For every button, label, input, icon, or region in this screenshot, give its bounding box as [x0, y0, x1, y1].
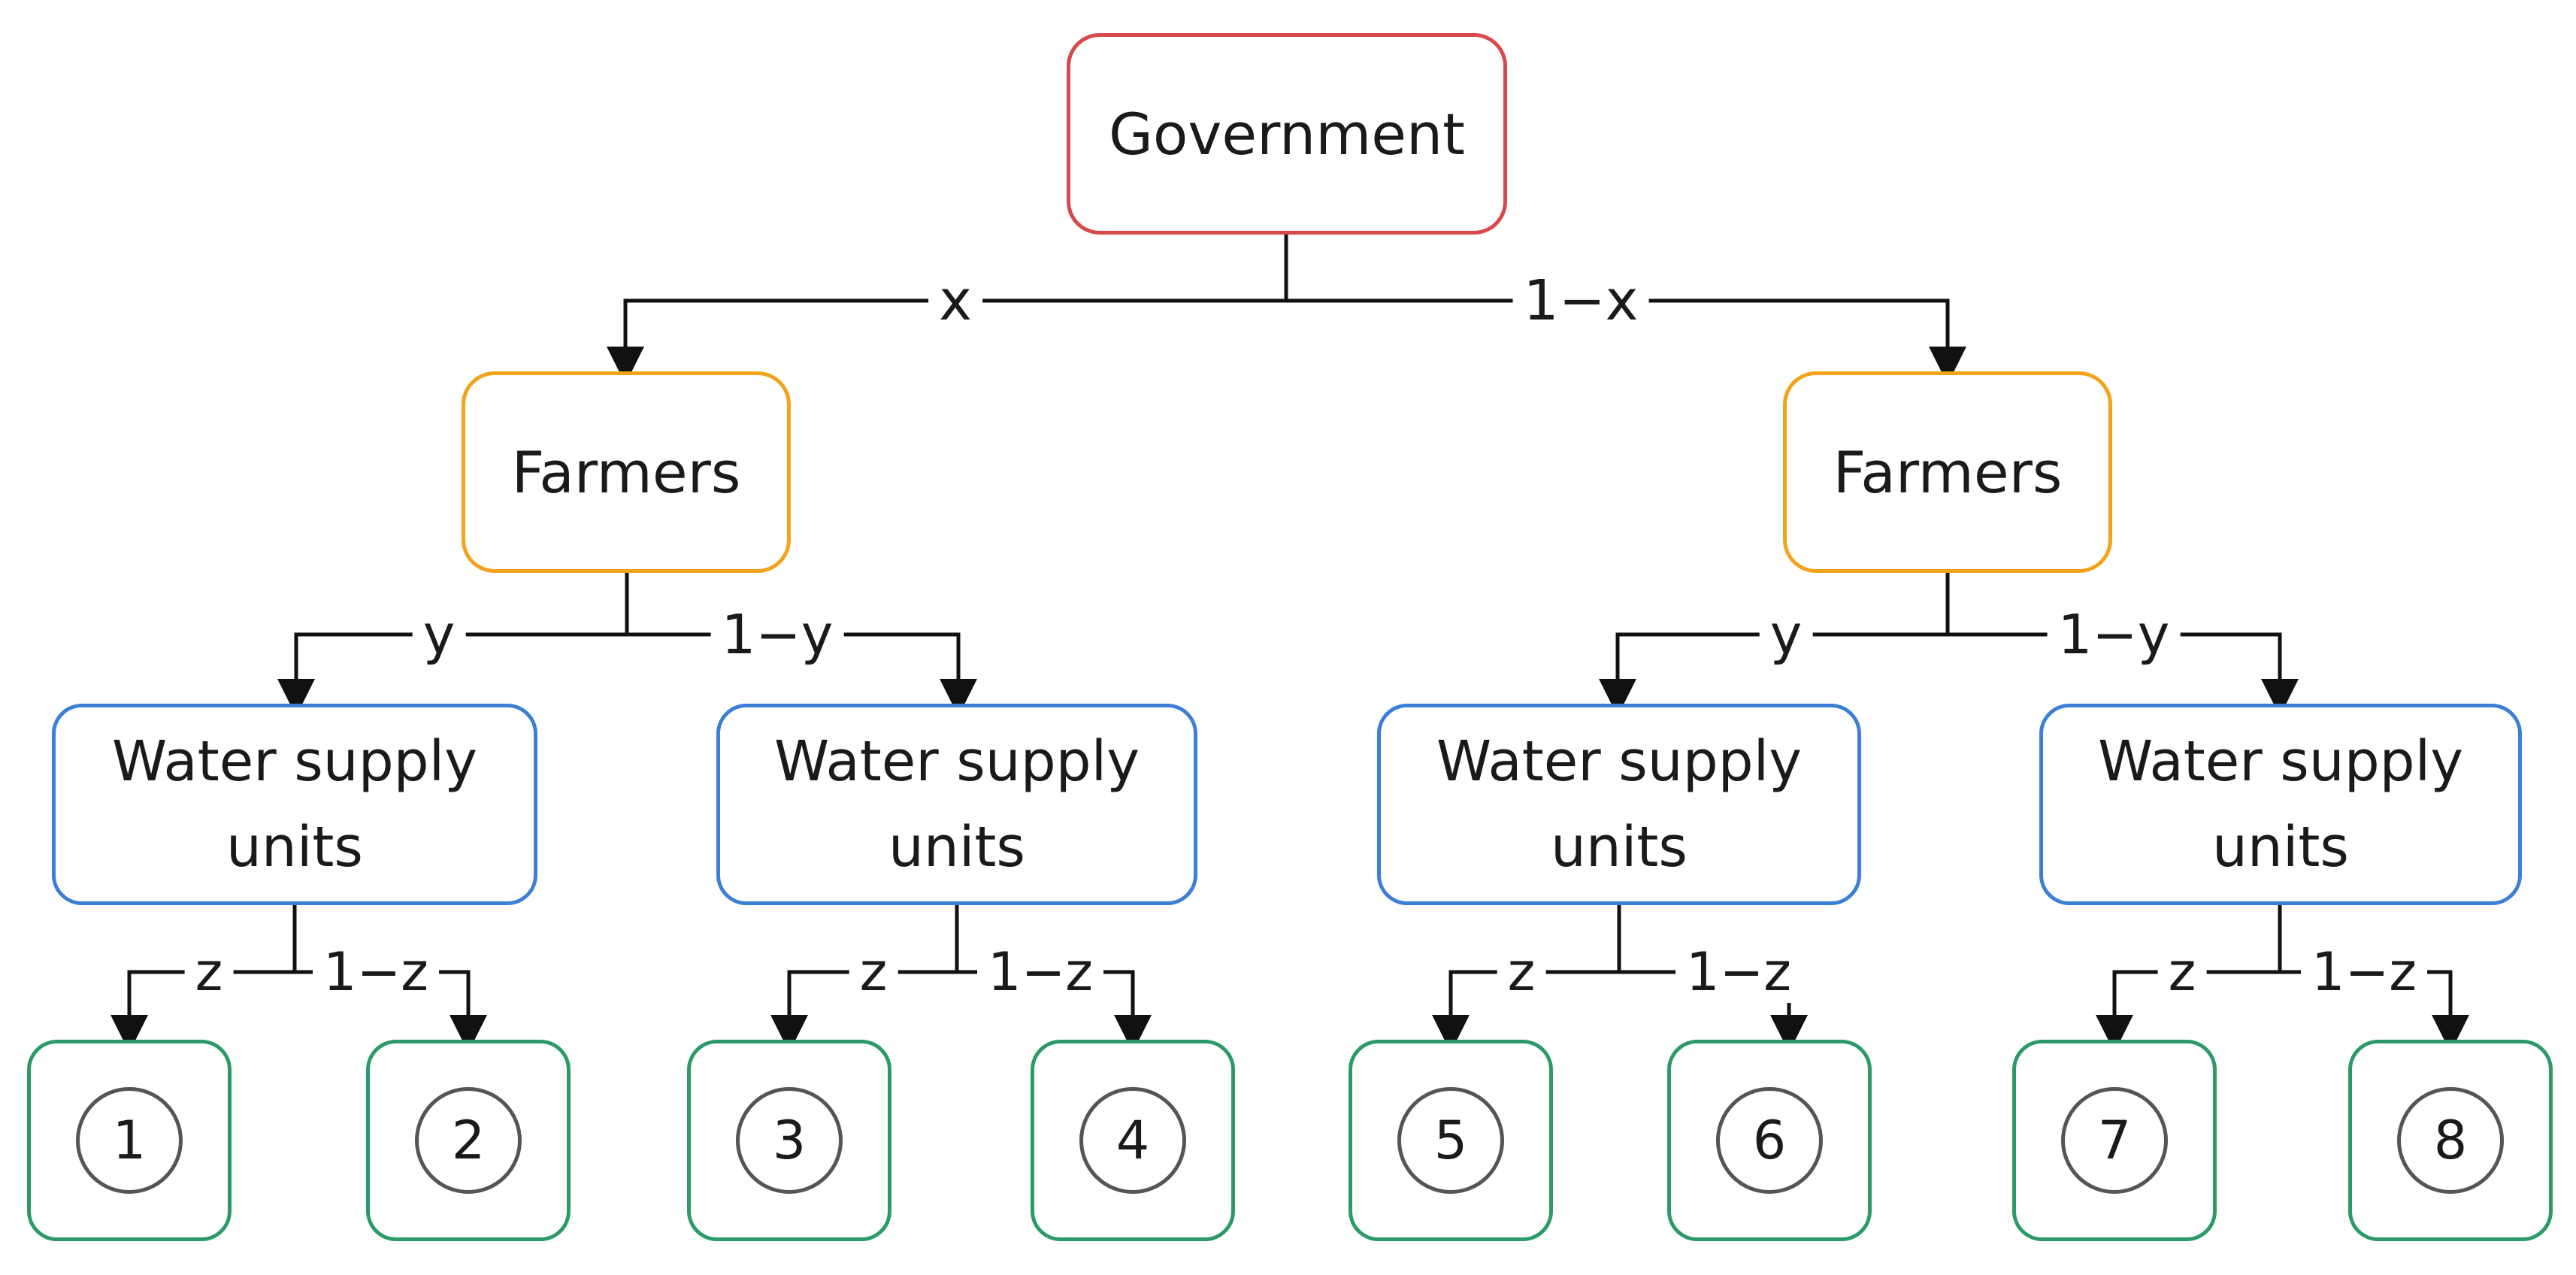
water-supply-units-node-2: Water supply units: [716, 704, 1197, 905]
wsu-label-line2: units: [888, 815, 1025, 880]
wsu-label-line1: Water supply: [1436, 729, 1803, 794]
outcome-number: 4: [1115, 1110, 1150, 1171]
edge-label-z: z: [849, 941, 898, 1003]
outcome-number-circle: 7: [2061, 1087, 2168, 1194]
outcome-number: 7: [2097, 1110, 2132, 1171]
farmers-label: Farmers: [1833, 438, 2063, 506]
outcome-number: 3: [772, 1110, 807, 1171]
outcome-number-circle: 3: [736, 1087, 843, 1194]
water-supply-units-node-4: Water supply units: [2039, 704, 2522, 905]
outcome-number-circle: 4: [1079, 1087, 1186, 1194]
outcome-node-5: 5: [1349, 1040, 1553, 1241]
edge-label-1-minus-z: 1−z: [977, 941, 1103, 1003]
outcome-number-circle: 6: [1716, 1087, 1823, 1194]
wsu-label-line1: Water supply: [111, 729, 478, 794]
edge-label-1-minus-z: 1−z: [2301, 941, 2427, 1003]
farmers-node-left: Farmers: [462, 371, 791, 573]
wsu-label-line1: Water supply: [773, 729, 1140, 794]
edge-label-y: y: [1759, 603, 1813, 666]
outcome-node-8: 8: [2348, 1040, 2553, 1241]
outcome-number-circle: 8: [2397, 1087, 2504, 1194]
outcome-number: 6: [1752, 1110, 1787, 1171]
outcome-node-6: 6: [1667, 1040, 1872, 1241]
outcome-node-2: 2: [366, 1040, 571, 1241]
outcome-number: 1: [112, 1110, 147, 1171]
outcome-node-3: 3: [687, 1040, 891, 1241]
edge-label-1-minus-y: 1−y: [2047, 603, 2181, 666]
outcome-number: 5: [1433, 1110, 1468, 1171]
edge-gov-farmers-right: [1286, 298, 1966, 384]
edge-label-1-minus-z: 1−z: [313, 941, 439, 1003]
outcome-number: 8: [2433, 1110, 2468, 1171]
outcome-number: 2: [451, 1110, 486, 1171]
outcome-number-circle: 2: [415, 1087, 522, 1194]
wsu-label-line2: units: [2212, 815, 2349, 880]
outcome-number-circle: 5: [1397, 1087, 1504, 1194]
edge-label-1-minus-y: 1−y: [710, 603, 844, 666]
edge-label-z: z: [1497, 941, 1546, 1003]
water-supply-units-node-1: Water supply units: [52, 704, 537, 905]
water-supply-units-node-3: Water supply units: [1377, 704, 1861, 905]
outcome-node-1: 1: [27, 1040, 232, 1241]
wsu-label-line2: units: [226, 815, 363, 880]
farmers-node-right: Farmers: [1783, 371, 2112, 573]
outcome-node-7: 7: [2012, 1040, 2217, 1241]
outcome-number-circle: 1: [76, 1087, 183, 1194]
edge-label-1-minus-x: 1−x: [1512, 268, 1649, 333]
edge-label-x: x: [928, 268, 982, 333]
edge-label-1-minus-z: 1−z: [1675, 941, 1802, 1003]
edge-label-y: y: [412, 603, 466, 666]
wsu-label-line1: Water supply: [2097, 729, 2464, 794]
farmers-label: Farmers: [511, 438, 741, 506]
wsu-label-line2: units: [1551, 815, 1688, 880]
outcome-node-4: 4: [1031, 1040, 1235, 1241]
government-label: Government: [1109, 100, 1465, 168]
edge-label-z: z: [2157, 941, 2207, 1003]
edge-label-z: z: [184, 941, 234, 1003]
government-node: Government: [1067, 33, 1507, 235]
